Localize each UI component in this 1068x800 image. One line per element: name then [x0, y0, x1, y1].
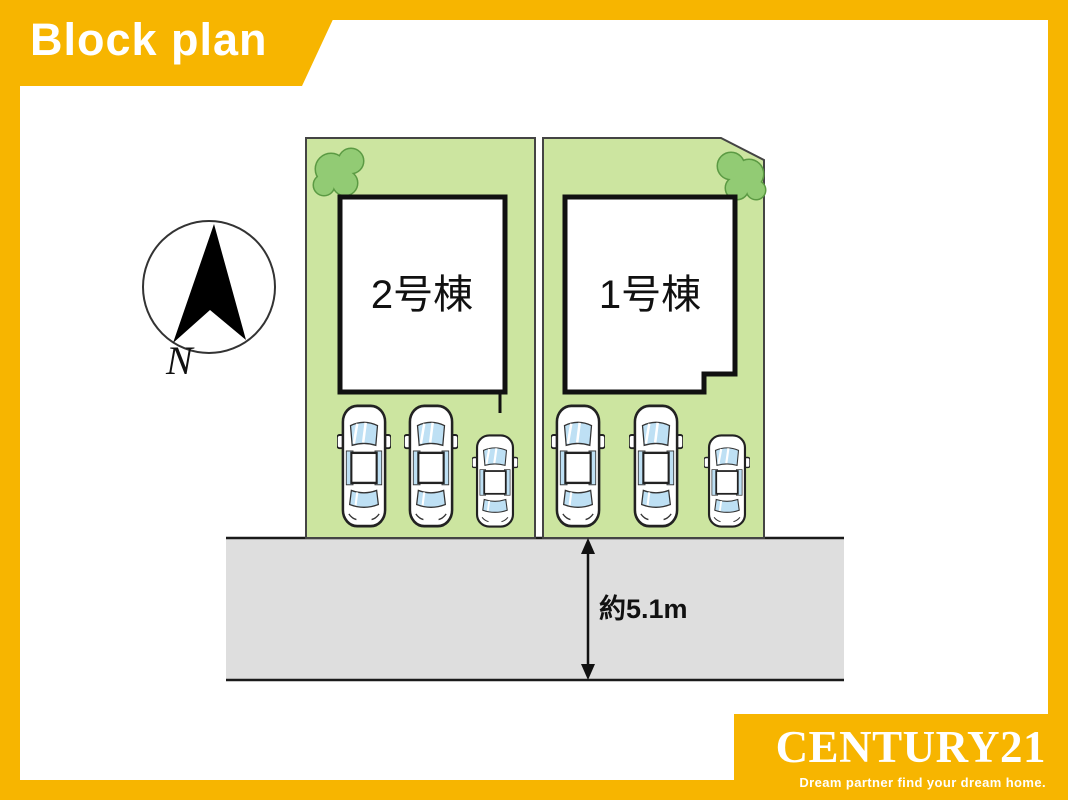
road-width-dimension: 約5.1m: [581, 538, 688, 680]
building-1-outline: [562, 194, 738, 395]
arrow-up-icon: [581, 538, 595, 554]
compass: N: [142, 220, 276, 383]
car-icon-small: [472, 434, 518, 528]
building-2-label: 2号棟: [371, 273, 473, 317]
tree-icon: [312, 147, 365, 197]
arrow-down-icon: [581, 664, 595, 680]
car-icon-small: [704, 434, 750, 528]
brand-box: CENTURY21 Dream partner find your dream …: [734, 714, 1068, 800]
compass-north-label: N: [165, 338, 195, 383]
brand-tagline: Dream partner find your dream home.: [799, 774, 1046, 790]
car-icon: [629, 404, 683, 528]
tree-icon: [716, 151, 767, 201]
car-icon: [404, 404, 458, 528]
page-title: Block plan: [30, 14, 268, 65]
title-ribbon: Block plan: [0, 0, 342, 86]
north-arrow-icon: [173, 224, 246, 343]
building-2-outline: [337, 194, 508, 395]
car-icon: [551, 404, 605, 528]
road-width-label: 約5.1m: [599, 593, 688, 624]
building-1-label: 1号棟: [599, 273, 701, 317]
brand-wordmark: CENTURY21: [775, 721, 1046, 772]
car-icon: [337, 404, 391, 528]
road: [226, 536, 844, 682]
